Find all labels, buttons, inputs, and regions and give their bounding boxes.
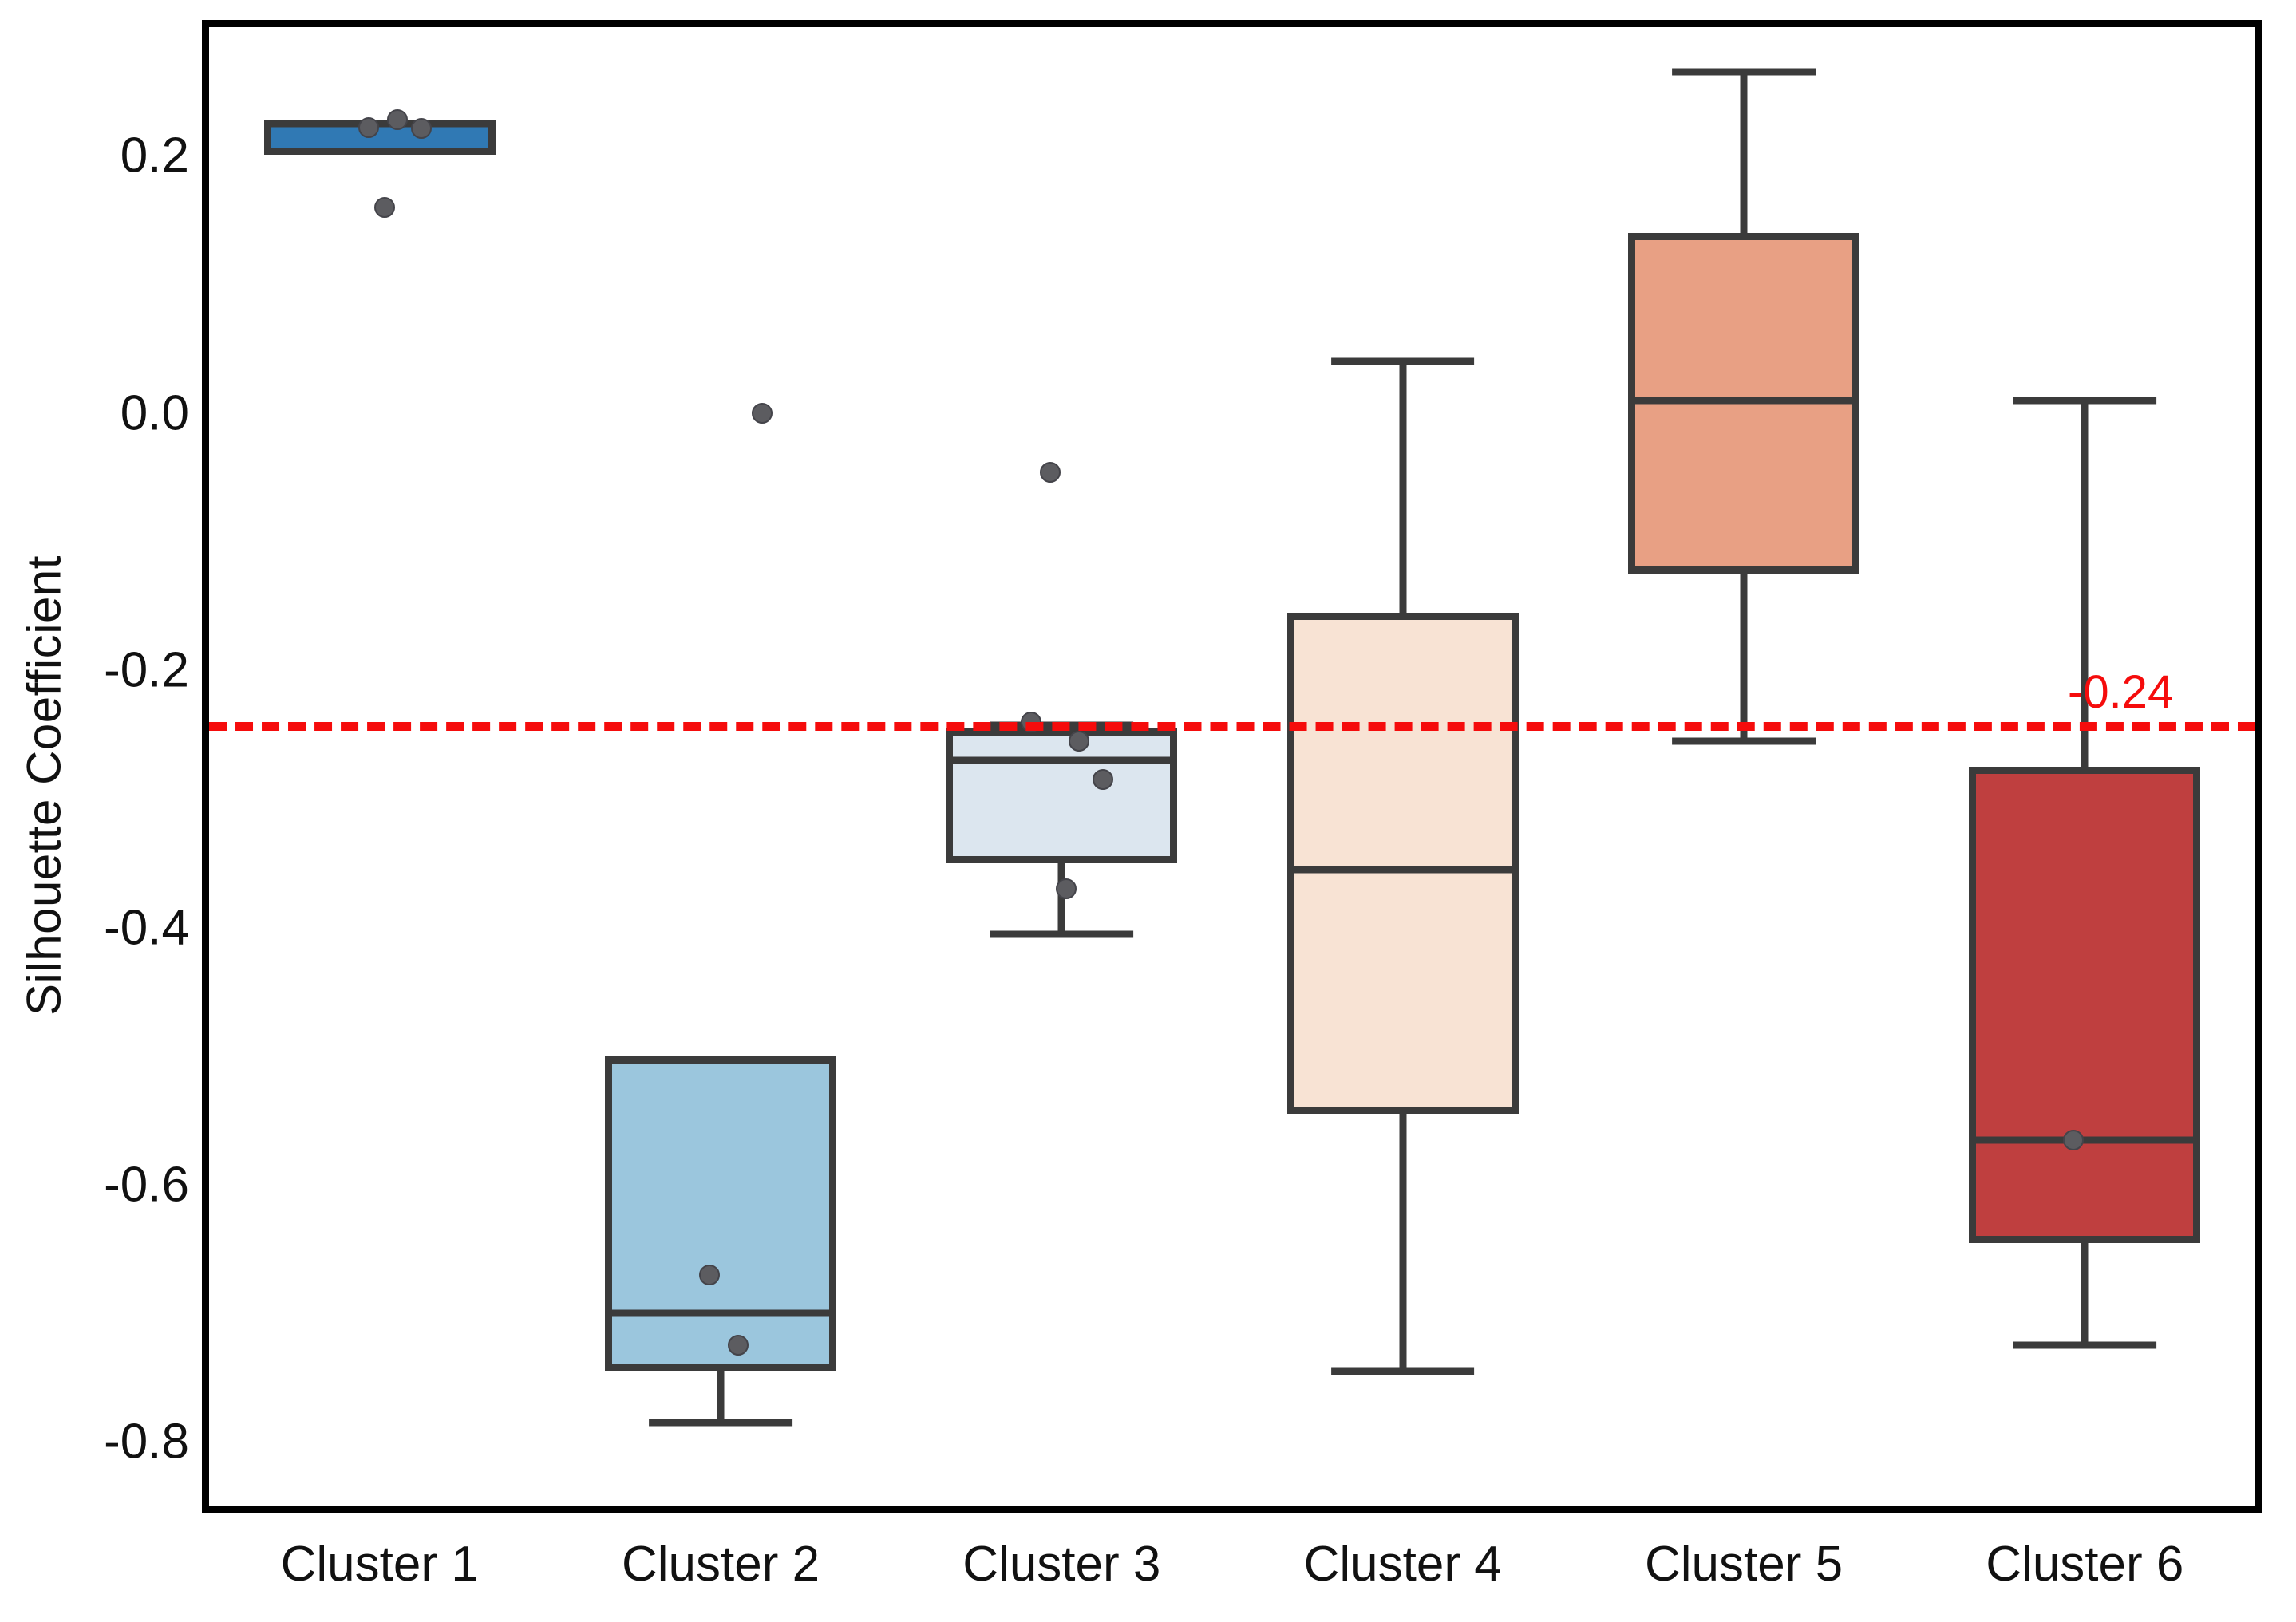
whisker-upper xyxy=(1399,361,1407,613)
x-axis-tick-label-1: Cluster 1 xyxy=(280,1537,479,1592)
whisker-cap-lower xyxy=(990,930,1134,938)
box-iqr xyxy=(1969,767,2201,1243)
box-iqr xyxy=(604,1056,836,1371)
threshold-line xyxy=(209,721,2255,731)
y-axis-tick-label: 0.0 xyxy=(120,385,189,441)
data-point xyxy=(1056,878,1077,900)
box-plot-2 xyxy=(550,27,891,1506)
data-point xyxy=(410,118,432,140)
x-axis-tick-label-6: Cluster 6 xyxy=(1986,1537,2184,1592)
x-axis-tick-label-2: Cluster 2 xyxy=(621,1537,820,1592)
data-point xyxy=(727,1335,749,1356)
whisker-cap-lower xyxy=(2013,1341,2157,1349)
box-iqr xyxy=(946,728,1178,863)
whisker-cap-upper xyxy=(2013,397,2157,405)
median-line xyxy=(1286,866,1519,874)
y-axis-tick-label: -0.6 xyxy=(104,1157,189,1213)
whisker-lower xyxy=(2081,1242,2089,1346)
data-point xyxy=(751,402,773,424)
y-axis-tick-label: -0.8 xyxy=(104,1414,189,1470)
whisker-upper xyxy=(2081,400,2089,767)
y-axis-tick-label: 0.2 xyxy=(120,128,189,184)
box-plot-3 xyxy=(891,27,1232,1506)
data-point xyxy=(1040,461,1061,483)
whisker-cap-upper xyxy=(1672,68,1816,76)
y-axis-tick-label: -0.2 xyxy=(104,642,189,698)
whisker-cap-lower xyxy=(1672,737,1816,745)
data-point xyxy=(358,116,379,138)
whisker-cap-lower xyxy=(1330,1367,1475,1375)
median-line xyxy=(946,756,1178,764)
median-line xyxy=(263,120,496,128)
whisker-upper xyxy=(1740,72,1748,233)
y-axis-tick-label: -0.4 xyxy=(104,900,189,956)
data-point xyxy=(698,1264,720,1285)
median-line xyxy=(1627,397,1859,405)
data-point xyxy=(386,109,408,131)
x-axis-tick-label-5: Cluster 5 xyxy=(1644,1537,1844,1592)
whisker-lower xyxy=(717,1371,725,1423)
whisker-lower xyxy=(1740,574,1748,741)
whisker-cap-upper xyxy=(1330,357,1475,365)
box-plot-6 xyxy=(1915,27,2255,1506)
x-axis-tick-label-3: Cluster 3 xyxy=(962,1537,1161,1592)
box-plot-5 xyxy=(1573,27,1914,1506)
data-point xyxy=(1069,730,1090,752)
median-line xyxy=(1969,1136,2201,1144)
box-plot-1 xyxy=(209,27,550,1506)
data-point xyxy=(2063,1129,2085,1150)
median-line xyxy=(604,1309,836,1317)
y-axis-label: Silhouette Coefficient xyxy=(17,555,71,1016)
box-plot-4 xyxy=(1232,27,1573,1506)
data-point xyxy=(1093,769,1114,791)
whisker-cap-lower xyxy=(649,1419,792,1427)
plot-frame xyxy=(202,20,2262,1513)
threshold-value-label: -0.24 xyxy=(2068,665,2174,718)
data-point xyxy=(373,196,395,218)
whisker-lower xyxy=(1057,862,1065,934)
whisker-lower xyxy=(1399,1114,1407,1371)
box-iqr xyxy=(1286,612,1519,1115)
plot-area: -0.24 xyxy=(209,27,2255,1506)
x-axis-tick-label-4: Cluster 4 xyxy=(1303,1537,1502,1592)
